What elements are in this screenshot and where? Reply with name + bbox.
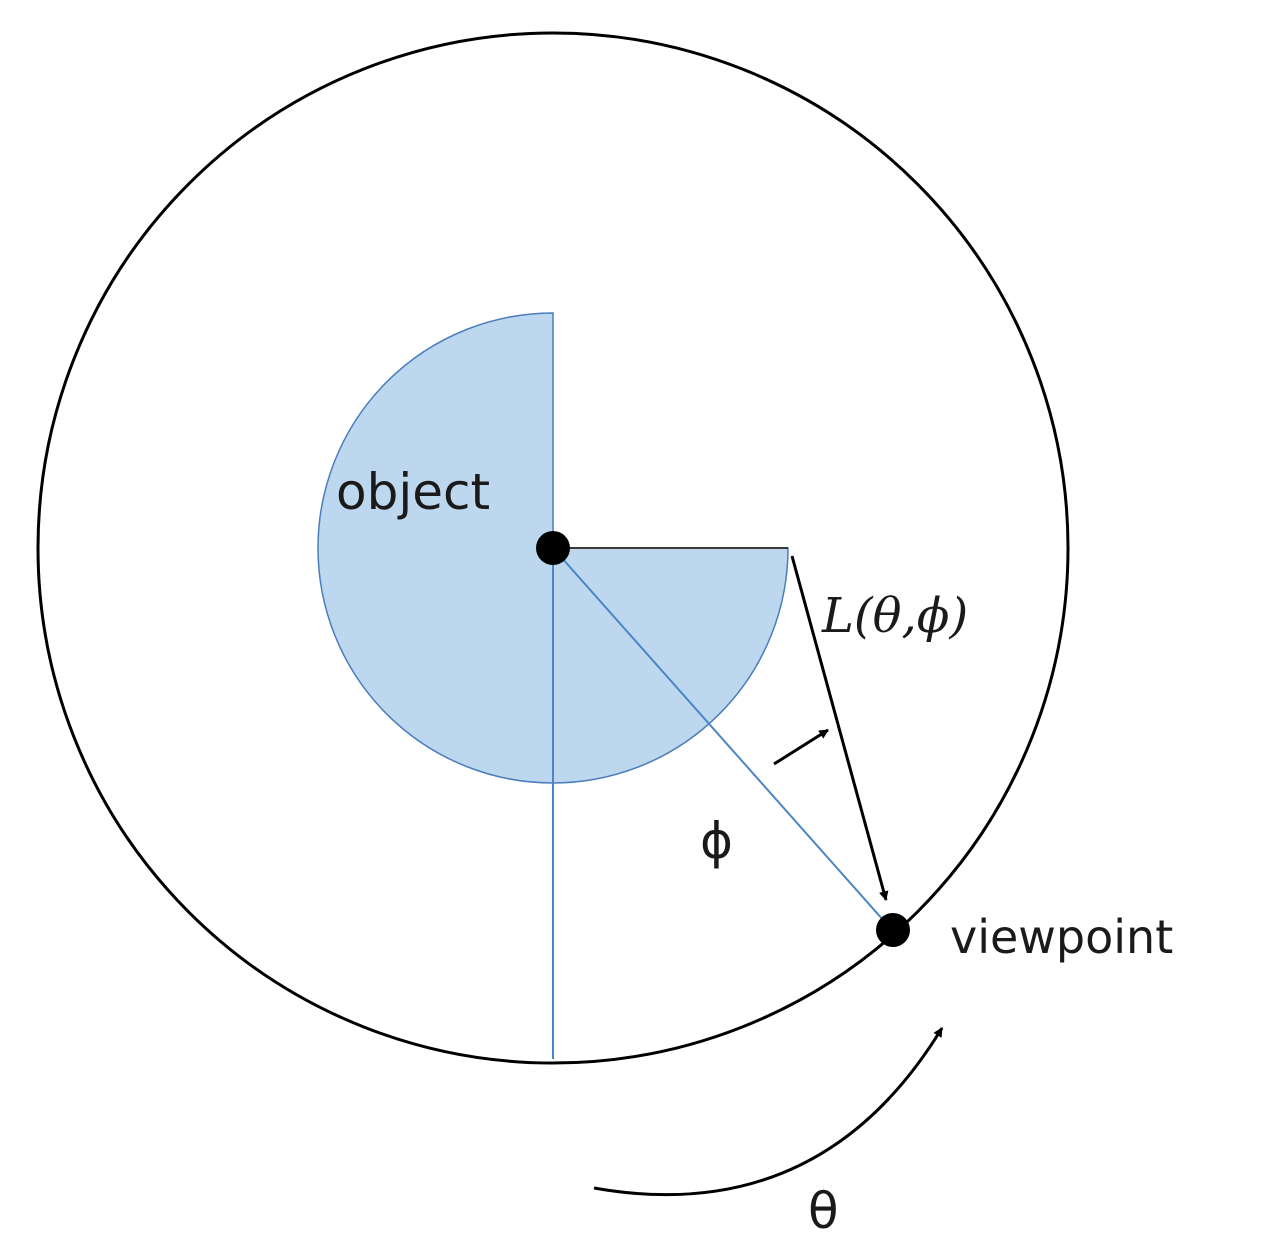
- function-label: L(θ,ϕ): [821, 588, 968, 644]
- viewpoint-point: [876, 913, 910, 947]
- phi-angle-arrow: [773, 728, 829, 766]
- theta-rotation-arrow: [593, 1027, 944, 1197]
- view-ray: [552, 547, 893, 931]
- viewing-sphere: [36, 31, 1070, 1065]
- theta-label: θ: [808, 1182, 839, 1240]
- object-center-point: [536, 531, 570, 565]
- viewpoint-label: viewpoint: [950, 910, 1173, 964]
- object-label: object: [336, 463, 490, 521]
- l-arrow: [790, 555, 889, 901]
- phi-label: ϕ: [700, 812, 733, 870]
